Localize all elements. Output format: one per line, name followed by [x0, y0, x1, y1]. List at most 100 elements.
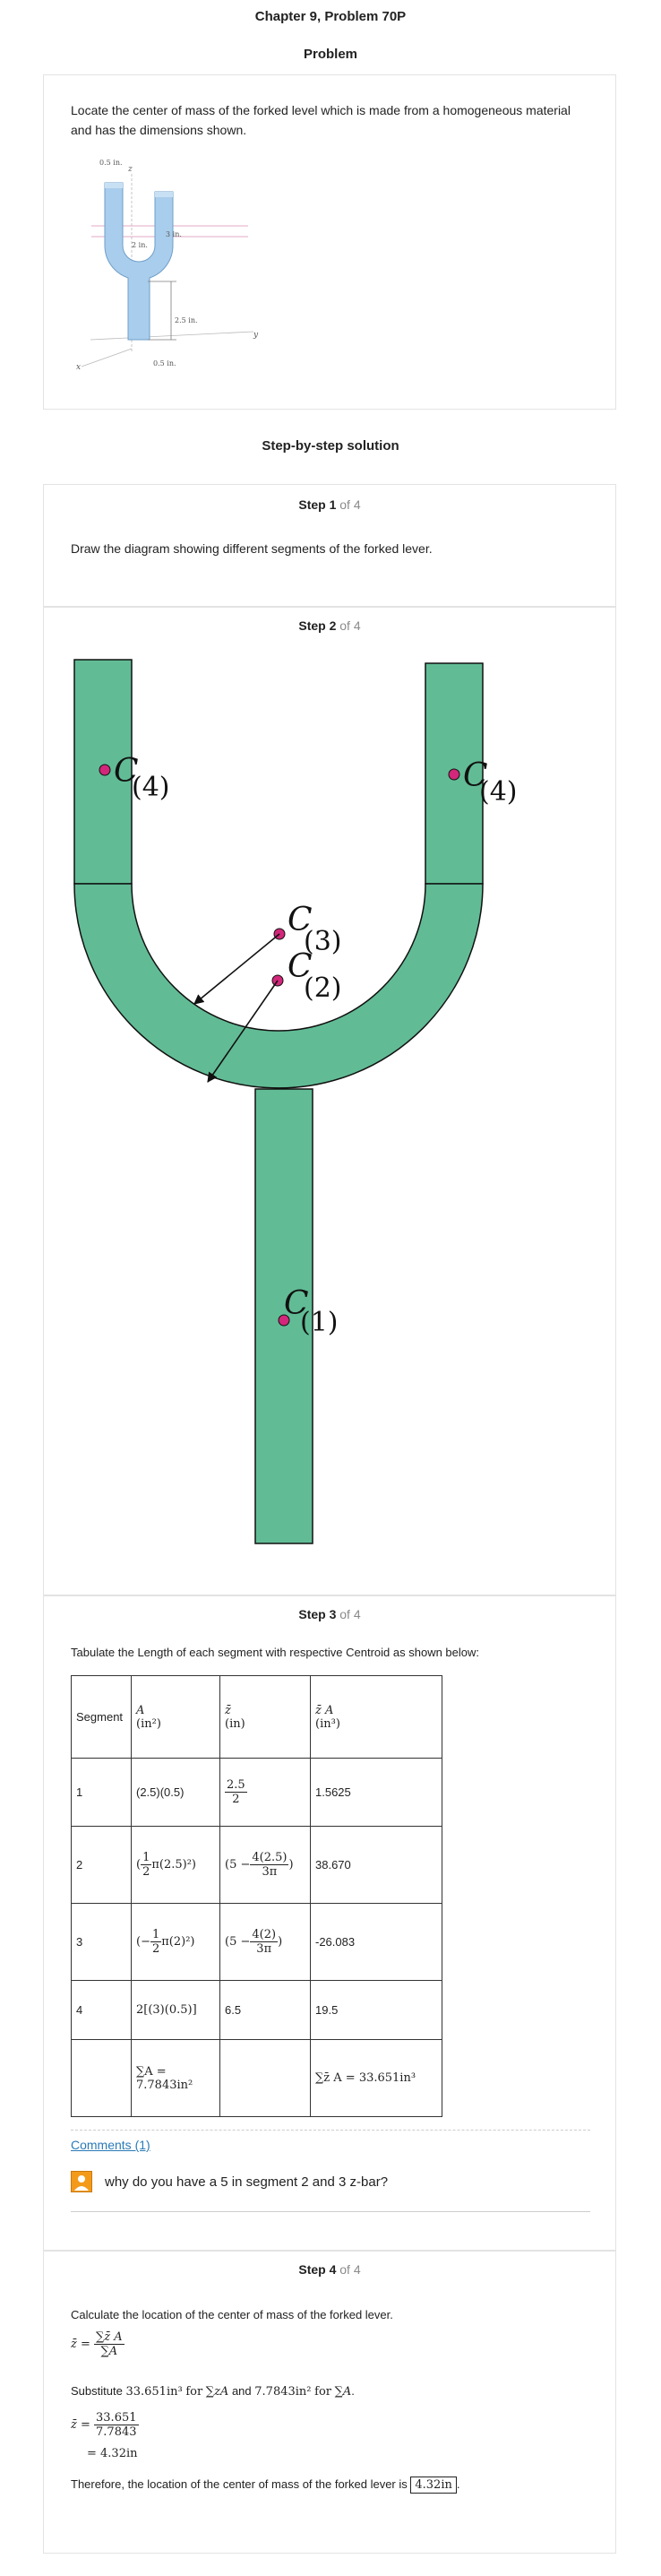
row-2-area-pre: ( — [136, 1858, 142, 1871]
centroid-4-left-dot — [99, 764, 111, 776]
row-2-area-post: π(2.5)²) — [151, 1858, 197, 1871]
step-2-box: Step 2 of 4 C (4) C (4) C (3) C — [43, 607, 616, 1595]
substitute-value-1: 33.651in³ — [125, 2385, 183, 2399]
comment-text: why do you have a 5 in segment 2 and 3 z… — [105, 2174, 389, 2190]
row-3-area-frac-num: 1 — [150, 1928, 162, 1942]
step-1-header: Step 1 of 4 — [44, 497, 615, 512]
sum-area-label: ∑A = — [136, 2064, 167, 2079]
row-4-za: 19.5 — [310, 1980, 442, 2040]
dim-05b-label: 0.5 in. — [153, 359, 176, 367]
table-row: 4 2[(3)(0.5)] 6.5 19.5 — [71, 1980, 442, 2040]
comment-divider — [71, 2211, 590, 2212]
page-title: Chapter 9, Problem 70P — [254, 9, 407, 24]
conclusion-prefix: Therefore, the location of the center of… — [71, 2477, 408, 2491]
comments-divider — [71, 2130, 590, 2131]
step-3-of: of 4 — [339, 1607, 361, 1621]
row-2-zbar-post: ) — [288, 1858, 294, 1871]
row-2-zbar: (5 −4(2.5)3π) — [219, 1826, 311, 1904]
step-1-box: Step 1 of 4 Draw the diagram showing dif… — [43, 484, 616, 607]
step-2-label: Step 2 — [298, 618, 337, 633]
row-2-zbar-num: 4(2.5) — [250, 1851, 289, 1865]
substitute-symbol-1: ∑zA — [205, 2385, 229, 2399]
centroid-3-c: C — [288, 902, 313, 938]
header-area-unit: (in²) — [136, 1716, 161, 1731]
step-2-header: Step 2 of 4 — [44, 618, 615, 633]
problem-figure: 0.5 in. 3 in. 2 in. 2.5 in. 0.5 in. x y … — [76, 159, 259, 372]
sum-area-value: 7.7843in² — [136, 2078, 193, 2092]
row-3-za: -26.083 — [310, 1903, 442, 1981]
table-header-zbar: z̄ (in) — [219, 1675, 311, 1759]
row-4-area: 2[(3)(0.5)] — [131, 1980, 220, 2040]
row-1-zbar-den: 2 — [232, 1793, 240, 1806]
row-2-zbar-pre: (5 − — [225, 1858, 251, 1871]
user-avatar-icon — [71, 2171, 92, 2192]
row-3-zbar-post: ) — [278, 1935, 283, 1949]
substitute-prefix: Substitute — [71, 2384, 123, 2398]
arrow-c2 — [207, 980, 279, 1083]
solution-heading: Step-by-step solution — [262, 438, 399, 454]
centroid-1-sub: (1) — [300, 1307, 339, 1338]
conclusion-line: Therefore, the location of the center of… — [71, 2477, 460, 2494]
substitute-line: Substitute 33.651in³ for ∑zA and 7.7843i… — [71, 2384, 355, 2399]
conclusion-value: 4.32in — [410, 2477, 457, 2494]
header-za-unit: (in³) — [315, 1716, 340, 1731]
dim-25-label: 2.5 in. — [175, 316, 198, 324]
row-3-zbar-den: 3π — [256, 1942, 272, 1956]
axis-y-label: y — [253, 331, 259, 340]
centroid-1-c: C — [284, 1285, 309, 1322]
centroid-4-right-dot — [448, 768, 460, 781]
step-4-of: of 4 — [339, 2262, 361, 2277]
arrow-c3 — [193, 933, 280, 1005]
table-header-za: z̄ A (in³) — [310, 1675, 442, 1759]
formula-lhs: z̄ = — [71, 2338, 90, 2351]
step-3-box: Step 3 of 4 Tabulate the Length of each … — [43, 1595, 616, 2251]
segment-4-left-prong — [73, 659, 133, 885]
step-3-header: Step 3 of 4 — [44, 1607, 615, 1621]
row-2-area-frac-num: 1 — [141, 1851, 152, 1865]
comments-link[interactable]: Comments (1) — [71, 2138, 150, 2152]
dim-2-label: 2 in. — [132, 241, 148, 249]
sum-za-label: ∑z̄ A — [315, 2071, 342, 2085]
header-za-symbol: z̄ A — [315, 1703, 334, 1717]
substitute-symbol-2: ∑A — [334, 2385, 352, 2399]
centroid-4-right-sub: (4) — [479, 776, 518, 808]
step-4-label: Step 4 — [298, 2262, 337, 2277]
row-2-za: 38.670 — [310, 1826, 442, 1904]
step-1-label: Step 1 — [298, 497, 337, 512]
sum-row-zbar — [219, 2039, 311, 2117]
row-3-zbar: (5 −4(2)3π) — [219, 1903, 311, 1981]
centroid-2-c: C — [288, 948, 313, 985]
row-2-zbar-den: 3π — [262, 1865, 278, 1879]
step-3-label: Step 3 — [298, 1607, 337, 1621]
row-3-area-post: π(2)²) — [161, 1935, 195, 1949]
centroid-table: Segment A (in²) z̄ (in) z̄ A (in³) 1 (2.… — [71, 1675, 442, 2117]
formula-num: ∑z̄ A — [94, 2330, 124, 2345]
calc-num: 33.651 — [94, 2411, 139, 2425]
row-3-area-pre: (− — [136, 1935, 150, 1949]
row-2-segment: 2 — [71, 1826, 132, 1904]
step-1-of: of 4 — [339, 497, 361, 512]
row-1-area: (2.5)(0.5) — [131, 1758, 220, 1827]
row-3-zbar-num: 4(2) — [250, 1928, 279, 1942]
sum-area: ∑A = 7.7843in² — [131, 2039, 220, 2117]
sum-row-segment — [71, 2039, 132, 2117]
dim-05-label: 0.5 in. — [99, 159, 123, 167]
centroid-4-left-sub: (4) — [132, 772, 170, 803]
header-area-symbol: A — [136, 1703, 145, 1717]
header-zbar-symbol: z̄ — [225, 1703, 231, 1717]
axis-z-label: z — [127, 165, 133, 174]
table-header-segment: Segment — [71, 1675, 132, 1759]
conclusion-end: . — [456, 2477, 460, 2491]
row-1-za: 1.5625 — [310, 1758, 442, 1827]
step-4-text: Calculate the location of the center of … — [71, 2308, 393, 2321]
row-3-zbar-pre: (5 − — [225, 1935, 251, 1949]
row-2-area-frac-den: 2 — [142, 1865, 150, 1879]
row-3-area-frac-den: 2 — [151, 1942, 160, 1956]
row-4-zbar: 6.5 — [219, 1980, 311, 2040]
substitute-value-2: 7.7843in² — [254, 2385, 312, 2399]
